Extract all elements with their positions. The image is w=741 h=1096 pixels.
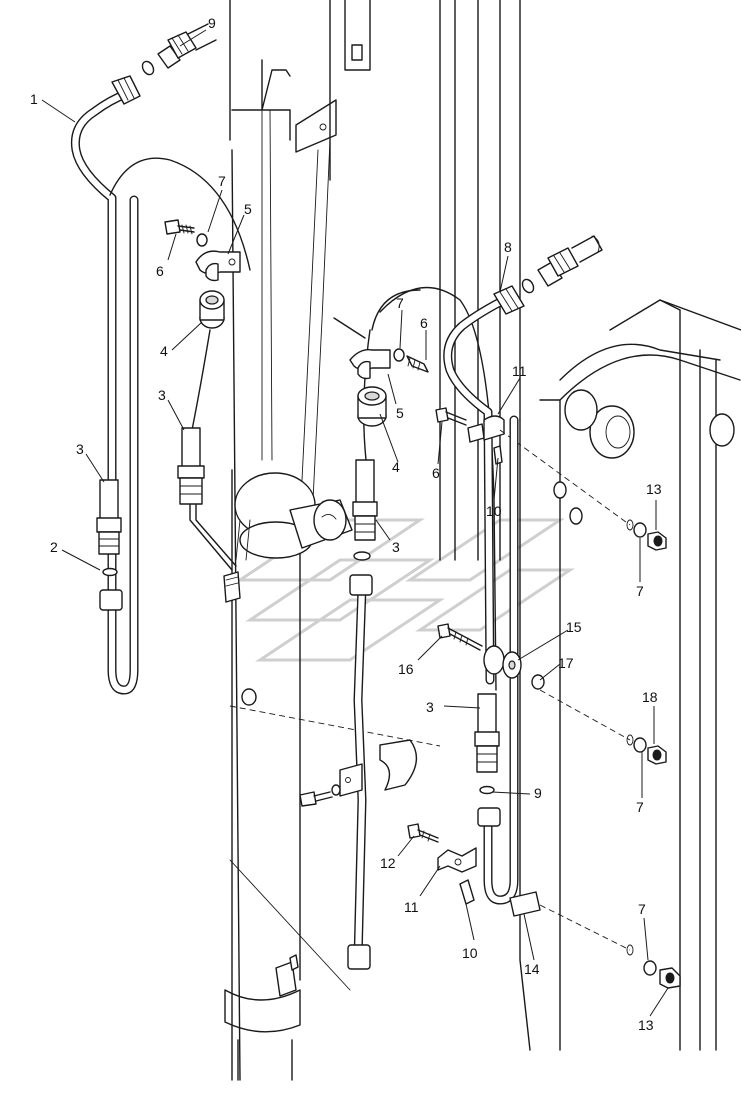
callout-13: 13 [638,1017,654,1033]
callout-6: 6 [156,263,164,279]
callout-7: 7 [636,799,644,815]
callout-6: 6 [432,465,440,481]
callout-7: 7 [638,901,646,917]
clamp-group-left [164,219,241,329]
callout-11: 11 [404,899,419,915]
callout-18: 18 [642,689,658,705]
callout-3: 3 [426,699,434,715]
callout-6: 6 [420,315,428,331]
hose-1 [70,75,141,695]
thin-return-hose [109,157,251,571]
machine-frame [223,0,741,1081]
callout-16: 16 [398,661,414,677]
callout-15: 15 [566,619,582,635]
callout-7: 7 [218,173,226,189]
callout-12: 12 [380,855,396,871]
callout-8: 8 [504,239,512,255]
top-fitting-9 [141,23,217,76]
callout-11: 11 [512,363,527,379]
callout-14: 14 [524,961,540,977]
hose-8 [435,235,667,685]
callout-3: 3 [392,539,400,555]
clamp-group-center [333,317,429,427]
callout-5: 5 [396,405,404,421]
callout-7: 7 [636,583,644,599]
hose-right-lower [407,415,681,989]
callout-7: 7 [396,295,404,311]
callout-2: 2 [50,539,58,555]
callout-13: 13 [646,481,662,497]
callout-9: 9 [208,15,216,31]
callout-5: 5 [244,201,252,217]
leader-lines [41,29,669,1017]
callout-9: 9 [534,785,542,801]
callout-10: 10 [486,503,502,519]
callout-1: 1 [30,91,38,107]
callout-labels: 9 1 7 5 6 4 3 3 2 8 7 6 5 11 6 4 3 10 13… [30,15,662,1033]
callout-4: 4 [392,459,400,475]
callout-3: 3 [158,387,166,403]
callout-3: 3 [76,441,84,457]
callout-17: 17 [558,655,574,671]
callout-10: 10 [462,945,478,961]
callout-4: 4 [160,343,168,359]
